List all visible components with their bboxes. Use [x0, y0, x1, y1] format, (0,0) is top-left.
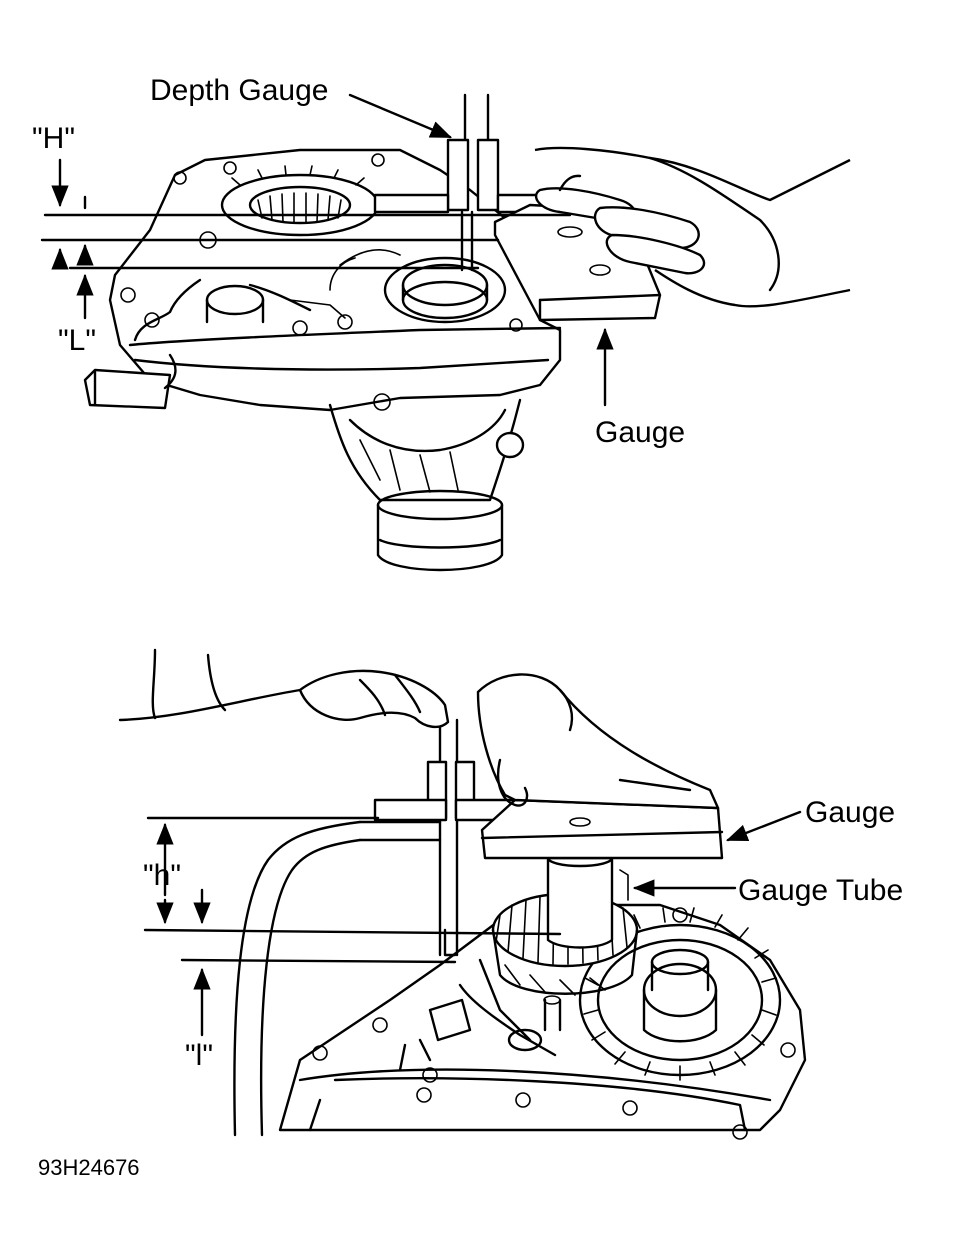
- bottom-gauge-block: [480, 798, 724, 860]
- bottom-depth-gauge: [373, 718, 532, 957]
- bottom-hand-left: [118, 648, 450, 729]
- figure-code: 93H24676: [38, 1155, 140, 1180]
- top-connector: [83, 353, 177, 410]
- top-gear-hub: [220, 165, 380, 237]
- bottom-reference-lines: [143, 816, 562, 964]
- top-reference-lines: [40, 213, 572, 270]
- top-output-housing: [328, 393, 525, 572]
- bottom-dimension-arrows: [156, 822, 211, 1037]
- bottom-l-label: "l": [185, 1039, 213, 1072]
- top-depth-gauge-leader: [348, 93, 452, 139]
- bottom-large-gear: [578, 907, 782, 1081]
- top-dimension-arrows: [51, 158, 94, 320]
- top-bearing-boss: [329, 249, 507, 324]
- bottom-illustration: Gauge Gauge Tube "h" "l": [118, 648, 903, 1140]
- top-depth-gauge-label: Depth Gauge: [150, 74, 328, 107]
- top-H-label: "H": [32, 122, 75, 155]
- top-internals: [133, 278, 346, 342]
- bottom-bolt-holes: [312, 907, 796, 1140]
- bottom-hand-right: [476, 673, 720, 810]
- bottom-gauge-tube-label: Gauge Tube: [738, 874, 903, 907]
- top-hand: [534, 146, 851, 308]
- bottom-internals: [398, 958, 562, 1072]
- top-L-label: "L": [58, 324, 96, 357]
- bottom-h-label: "h": [143, 859, 181, 892]
- bottom-gauge-label: Gauge: [805, 796, 895, 829]
- bottom-gauge-leader: [725, 810, 802, 842]
- top-illustration: Depth Gauge "H" "L" Gauge: [32, 74, 851, 572]
- top-gauge-label: Gauge: [595, 416, 685, 449]
- bottom-case-frame: [233, 820, 442, 1137]
